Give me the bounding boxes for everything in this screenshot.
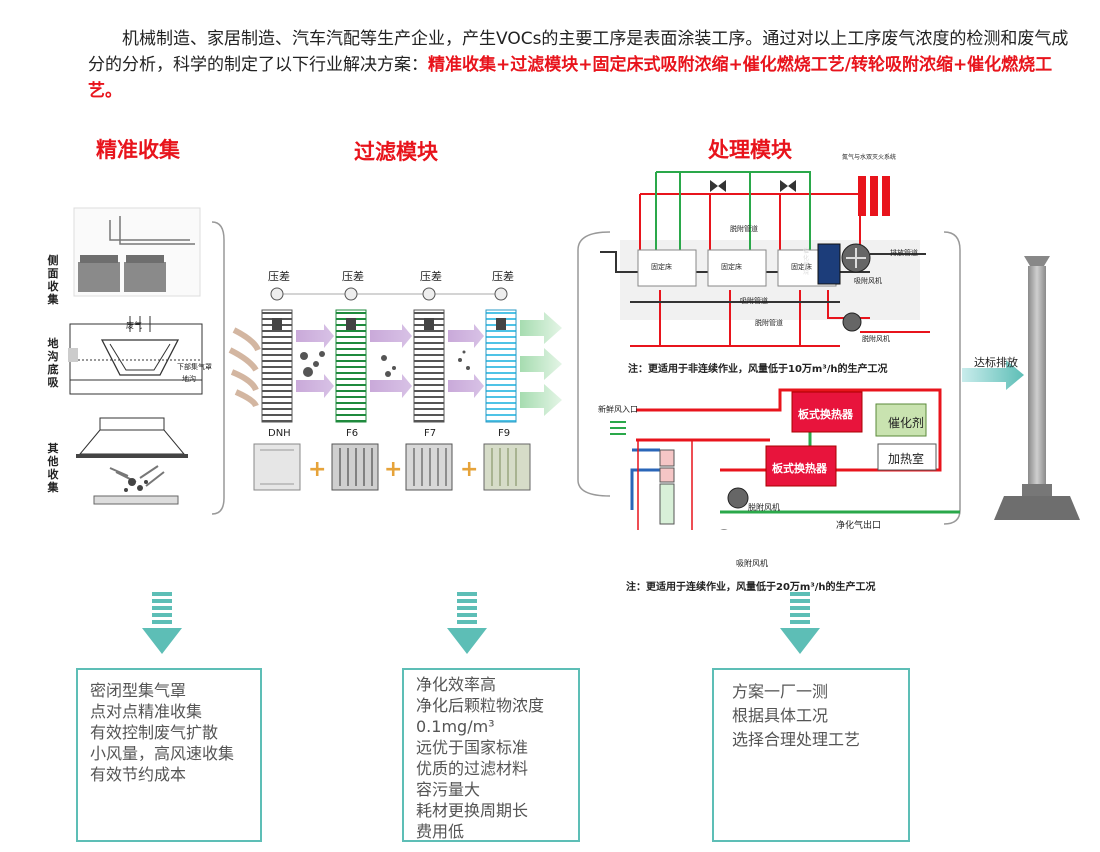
label-side-collection: 侧面收集 (47, 254, 59, 306)
collect-feature-item: 有效控制废气扩散 (90, 723, 219, 742)
collection-illustrations (68, 207, 225, 515)
label-floor-suction: 地沟底吸 (47, 337, 59, 389)
side-collection-figure (73, 207, 201, 297)
down-arrow-process (780, 592, 820, 654)
hood-label: 下部集气罩 (177, 363, 212, 371)
filter-stage-label-f6: F6 (346, 428, 359, 439)
collect-feature-item: 有效节约成本 (90, 765, 187, 784)
fixed-bed-label-1: 固定床 (651, 263, 672, 271)
fresh-air-label: 新鲜风入口 (598, 405, 638, 414)
upper-system-note: 注：更适用于非连续作业，风量低于10万m³/h的生产工况 (628, 364, 888, 375)
filter-stage-label-f9: F9 (498, 428, 511, 439)
filter-stage-f7 (413, 309, 445, 423)
heater-label: 加热室 (888, 452, 925, 466)
label-other-collection: 其他收集 (47, 442, 59, 494)
filter-feature-item: 0.1mg/m³ (416, 717, 495, 736)
filter-feature-item: 净化效率高 (416, 675, 497, 694)
svg-text:+: + (460, 457, 478, 482)
filter-features-box: 净化效率高 净化后颗粒物浓度 0.1mg/m³ 远优于国家标准 优质的过滤材料 … (402, 668, 580, 842)
lower-system-note: 注：更适用于连续作业，风量低于20万m³/h的生产工况 (626, 582, 876, 593)
intro-highlight: 精准收集+过滤模块+固定床式吸附浓缩+催化燃烧工艺/转轮吸附浓缩+催化燃烧工艺。 (88, 55, 1053, 101)
adsorb-pipe-label: 吸附管道 (740, 297, 768, 305)
filter-stage-label-f7: F7 (424, 428, 437, 439)
intro-text: 机械制造、家居制造、汽车汽配等生产企业，产生VOCs的主要工序是表面涂装工序。通… (88, 29, 1069, 75)
heat-exchanger-label-1: 板式换热器 (798, 408, 853, 421)
process-feature-item: 方案一厂一测 (732, 682, 829, 701)
other-collection-figure (76, 417, 188, 505)
trench-label: 地沟 (182, 375, 196, 383)
collect-feature-item: 点对点精准收集 (90, 702, 203, 721)
desorb-pipe-label-2: 脱附管道 (755, 319, 783, 327)
collect-feature-item: 小风量，高风速收集 (90, 744, 235, 763)
filter-feature-item: 耗材更换周期长 (416, 801, 529, 820)
section-title-collect: 精准收集 (96, 138, 180, 162)
svg-text:+: + (384, 457, 402, 482)
processing-module-figure (577, 171, 961, 530)
filter-feature-item: 远优于国家标准 (416, 738, 529, 757)
pressure-label-4: 压差 (492, 270, 514, 283)
down-arrow-filter (447, 592, 487, 654)
down-arrow-collect (142, 592, 182, 654)
collect-features-box: 密闭型集气罩 点对点精准收集 有效控制废气扩散 小风量，高风速收集 有效节约成本 (76, 668, 262, 842)
intro-paragraph: 机械制造、家居制造、汽车汽配等生产企业，产生VOCs的主要工序是表面涂装工序。通… (88, 26, 1073, 104)
exhaust-pipe-label: 排放管道 (890, 249, 918, 257)
section-title-process: 处理模块 (708, 138, 792, 162)
svg-text:+: + (308, 457, 326, 482)
filter-stage-dnh (261, 309, 293, 423)
fixed-bed-label-2: 固定床 (721, 263, 742, 271)
pressure-label-1: 压差 (268, 270, 290, 283)
filter-feature-item: 优质的过滤材料 (416, 759, 529, 778)
desorb-fan-label: 脱附风机 (862, 335, 890, 343)
exhaust-label: 废气 (126, 321, 142, 330)
fire-system-label: 氮气与水双灭火系统 (842, 154, 897, 161)
pressure-label-2: 压差 (342, 270, 364, 283)
filter-module-figure: + + + (228, 287, 562, 491)
filter-feature-item: 容污量大 (416, 780, 481, 799)
desorb-pipe-label: 脱附管道 (730, 225, 758, 233)
collect-feature-item: 密闭型集气罩 (90, 681, 187, 700)
pressure-label-3: 压差 (420, 270, 442, 283)
section-title-filter: 过滤模块 (354, 140, 438, 164)
floor-trench-figure (68, 316, 203, 395)
process-features-box: 方案一厂一测 根据具体工况 选择合理处理工艺 (712, 668, 910, 842)
process-feature-item: 选择合理处理工艺 (732, 730, 861, 749)
filter-feature-item: 费用低 (416, 822, 465, 841)
stack-label: 达标排放 (974, 356, 1018, 369)
adsorb-fan-label: 吸附风机 (854, 277, 882, 285)
desorb-fan-lower-label: 脱附风机 (748, 503, 780, 512)
filter-stage-label-dnh: DNH (268, 428, 291, 439)
adsorb-fan-lower-label: 吸附风机 (736, 559, 768, 568)
catalytic-label: 催化燃烧 (803, 248, 810, 276)
clean-outlet-label: 净化气出口 (836, 521, 882, 531)
process-feature-item: 根据具体工况 (732, 706, 829, 725)
catalyst-label: 催化剂 (888, 416, 925, 430)
heat-exchanger-label-2: 板式换热器 (772, 462, 827, 475)
fixed-bed-label-3: 固定床 (791, 263, 812, 271)
stack-figure (962, 256, 1080, 520)
filter-feature-item: 净化后颗粒物浓度 (416, 696, 545, 715)
filter-stage-f6 (335, 309, 367, 423)
filter-stage-f9 (485, 309, 517, 423)
